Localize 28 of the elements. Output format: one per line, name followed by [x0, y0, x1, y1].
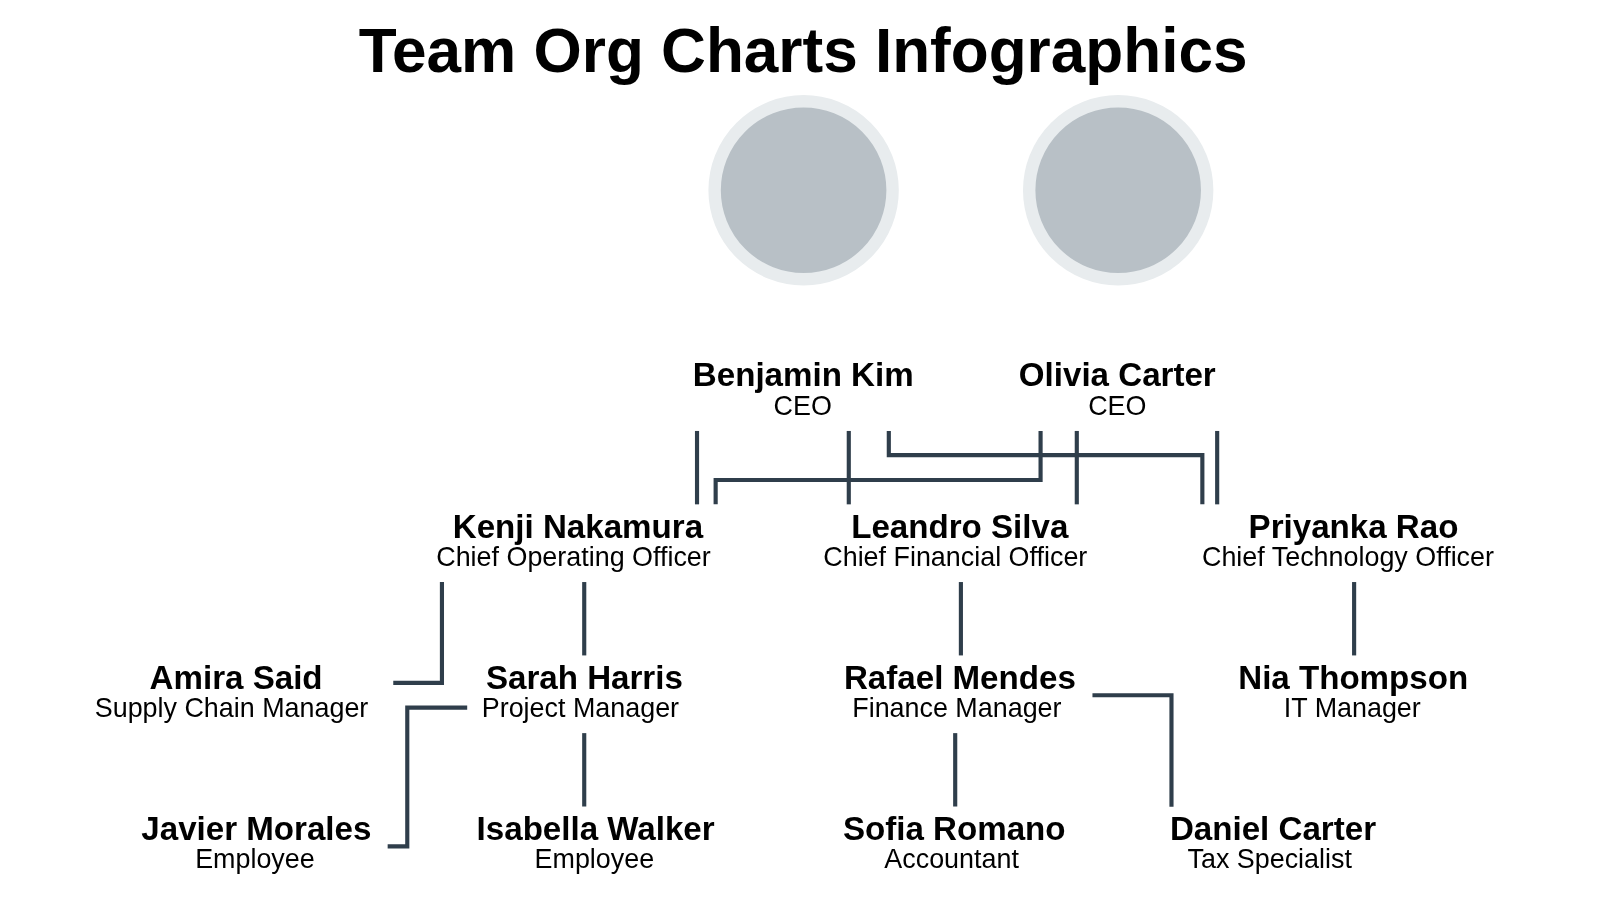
connector [1074, 430, 1079, 505]
node-text: Isabella Walker Employee [476, 809, 715, 874]
node-text: Leandro Silva Chief Financial Officer [822, 507, 1087, 572]
node-text: Kenji Nakamura Chief Operating Officer [435, 507, 711, 572]
node-text: Priyanka Rao Chief Technology Officer [1201, 507, 1494, 572]
node-text: Rafael Mendes Finance Manager [843, 658, 1076, 723]
node-circle [1022, 95, 1213, 286]
connector [392, 582, 444, 685]
connector [581, 733, 586, 807]
node-text: Sarah Harris Project Manager [481, 658, 683, 723]
node-text: Nia Thompson IT Manager [1237, 658, 1468, 723]
node-text: Olivia Carter CEO [1018, 356, 1216, 421]
node-text: Benjamin Kim CEO [692, 356, 914, 421]
connector [1351, 582, 1356, 656]
connector [846, 430, 851, 505]
connector [694, 430, 699, 505]
node-text: Amira Said Supply Chain Manager [94, 658, 368, 723]
connector [1214, 430, 1219, 505]
connector [581, 582, 586, 656]
diagram-title: Team Org Charts Infographics [358, 16, 1247, 86]
connector [713, 430, 1043, 505]
node-circle [707, 95, 899, 286]
node-text: Sofia Romano Accountant [842, 809, 1066, 874]
connector [952, 733, 957, 807]
node-text: Daniel Carter Tax Specialist [1169, 809, 1376, 874]
connector [958, 582, 963, 656]
node-text: Javier Morales Employee [140, 809, 371, 874]
connector [1091, 693, 1174, 807]
